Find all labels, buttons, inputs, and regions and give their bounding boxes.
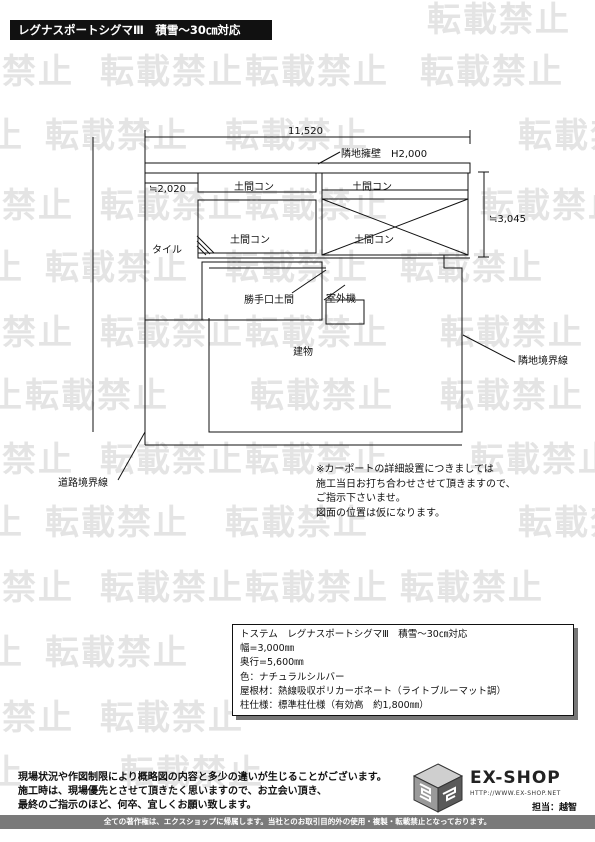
staff-label: 担当：越智 <box>532 803 578 813</box>
page-title: レグナスポートシグマⅢ 積雪～30㎝対応 <box>10 20 272 40</box>
neighbor-wall-strip <box>144 162 471 174</box>
footer-line: 現場状況や作図制限により概略図の内容と多少の違いが生じることがございます。 <box>18 772 387 783</box>
note-line: 施工当日お打ち合わせさせて頂きますので、 <box>316 478 516 490</box>
product-spec-box: トステム レグナスポートシグマⅢ 積雪～30㎝対応 幅=3,000㎜ 奥行=5,… <box>232 624 574 716</box>
spec-line: 柱仕様：標準柱仕様（有効高 約1,800㎜） <box>240 700 429 712</box>
spec-line: 幅=3,000㎜ <box>240 643 295 655</box>
note-line: 図面の位置は仮になります。 <box>316 507 445 519</box>
spec-line: トステム レグナスポートシグマⅢ 積雪～30㎝対応 <box>240 629 468 640</box>
logo-url: HTTP://WWW.EX-SHOP.NET <box>470 790 561 797</box>
spec-line: 色：ナチュラルシルバー <box>240 671 345 683</box>
back-door-label: 勝手口土間 <box>244 295 294 306</box>
footer-line: 最終のご指示のほど、何卒、宜しくお願い致します。 <box>18 800 257 811</box>
spec-line: 奥行=5,600㎜ <box>240 657 304 669</box>
building-label: 建物 <box>293 347 313 358</box>
installation-note: ※カーポートの詳細設置につきましては 施工当日お打ち合わせさせて頂きますので、 … <box>316 463 586 521</box>
back-door-slab <box>201 261 323 321</box>
soil-concrete-label: 土間コン <box>234 182 274 193</box>
neighbor-wall-label: 隣地擁壁 H2,000 <box>341 149 428 160</box>
outdoor-unit <box>325 299 365 325</box>
note-line: ※カーポートの詳細設置につきましては <box>316 464 494 475</box>
total-width-label: 11,520 <box>288 126 323 137</box>
soil-concrete-label: 土間コン <box>230 235 270 246</box>
soil-concrete-label: 土間コン <box>354 235 394 246</box>
copyright-bar: 全ての著作権は、エクスショップに帰属します。当社とのお取引目的外の使用・複製・転… <box>0 815 595 829</box>
depth-right-label: ≒3,045 <box>489 214 527 225</box>
carport-outline <box>321 172 469 256</box>
road-boundary-label: 道路境界線 <box>58 478 108 489</box>
neighbor-boundary-label: 隣地境界線 <box>518 356 568 367</box>
spec-line: 屋根材：熱線吸収ポリカーボネート（ライトブルーマット調） <box>240 685 507 697</box>
soil-concrete-label: 土間コン <box>352 182 392 193</box>
ex-shop-logo-icon <box>412 763 464 813</box>
depth-left-label: ≒2,020 <box>149 184 187 195</box>
outdoor-unit-label: 室外機 <box>326 294 356 305</box>
footer-disclaimer: 現場状況や作図制限により概略図の内容と多少の違いが生じることがございます。 施工… <box>18 771 387 813</box>
tile-label: タイル <box>152 245 182 256</box>
note-line: ご指示下さいませ。 <box>316 493 406 504</box>
logo-name: EX-SHOP <box>470 768 561 788</box>
footer-line: 施工時は、現場優先とさせて頂きたく思いますので、お立会い頂き、 <box>18 786 327 797</box>
